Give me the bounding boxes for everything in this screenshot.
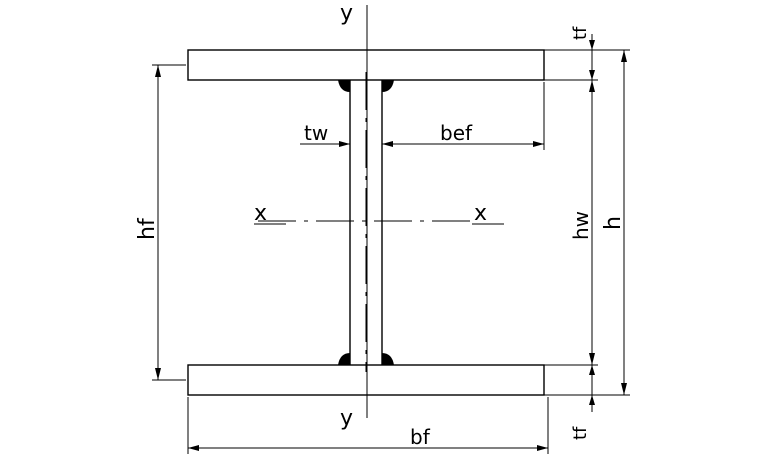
tf-bottom-arrow [589,365,595,375]
dimension-lines [152,34,630,454]
tf-bottom-arrow-2 [589,395,595,405]
bf-arrow-left [188,445,199,451]
axes [254,5,504,418]
hw-label: hw [569,211,593,240]
hf-label: hf [135,217,160,240]
tf-top-arrow [589,40,595,50]
tw-arrow [339,141,350,147]
tf-top-label: tf [570,26,591,40]
bef-label: bef [440,121,473,145]
h-arrow-bottom [621,383,627,395]
weld-bottom-right [382,353,394,365]
weld-top-left [338,80,350,92]
hf-arrow-bottom [155,368,161,380]
bf-arrow-right [537,445,548,451]
x-axis-label-left: x [254,201,267,226]
x-axis-label-right: x [474,201,487,226]
labels: y y x x tw bef bf tf tf hw h hf [135,1,626,449]
bf-label: bf [410,425,431,449]
weld-bottom-left [338,353,350,365]
tf-bottom-label: tf [570,426,591,440]
y-axis-label-bottom: y [340,406,353,431]
y-axis-label-top: y [340,1,353,26]
weld-top-right [382,80,394,92]
hw-arrow-bottom [589,353,595,365]
hf-arrow-top [155,65,161,77]
bef-arrow-left [382,141,393,147]
h-arrow-top [621,50,627,62]
tf-top-arrow-2 [589,70,595,80]
bef-arrow-right [533,141,544,147]
h-label: h [601,216,626,230]
tw-label: tw [304,121,328,145]
hw-arrow-top [589,80,595,92]
